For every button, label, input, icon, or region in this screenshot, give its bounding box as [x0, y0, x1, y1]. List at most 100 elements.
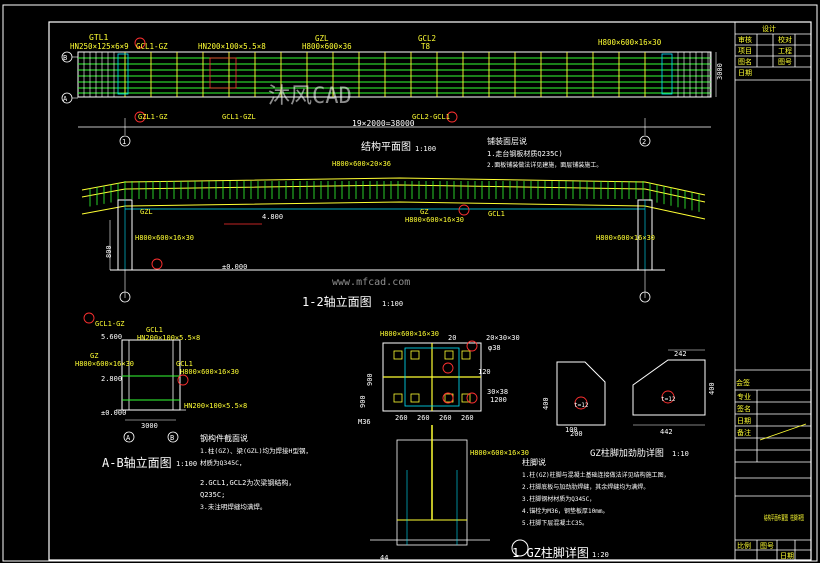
stiff-dim-b1: 400 — [708, 382, 716, 395]
plan-bottom-label-2: GCL2-GCL1 — [412, 113, 450, 121]
inner-frame — [48, 21, 812, 561]
anchor-bolt-hole — [461, 350, 471, 360]
elev-level-4800: 4.800 — [262, 213, 283, 221]
notes-top-line-0: 1.走台钢板材质Q235C) — [487, 149, 563, 158]
tb-bottom-1: 图号 — [760, 542, 774, 550]
stiff-title: GZ柱脚加劲肋详图 — [590, 447, 664, 459]
title-block-texts: 设计 审核 校对 项目 工程 图名 图号 日期 会签 专业 签名 日期 备注 结… — [736, 24, 804, 560]
tb-side-4: 备注 — [737, 428, 751, 437]
plan-scale: 1:100 — [415, 145, 436, 153]
ab-level-2: ±0.000 — [101, 409, 126, 417]
anchor-bolt-hole — [410, 350, 420, 360]
stiffener-texts: 400 100 200 t=12 242 400 442 t=12 GZ柱脚加劲… — [542, 350, 716, 459]
elev-label-right-h800: H800×600×16×30 — [596, 234, 655, 242]
tb-cell-6: 图号 — [778, 58, 792, 66]
tb-side-3: 日期 — [737, 417, 751, 425]
tb-cell-7: 日期 — [738, 69, 752, 77]
plan-axis-2: 2 — [642, 138, 646, 146]
tb-cell-4: 工程 — [778, 46, 792, 55]
col-side-dim-2: 120 — [478, 368, 491, 376]
steel-heading: 钢构件截面说 — [200, 433, 248, 443]
steel-line-1: 材质为Q345C， — [200, 458, 246, 467]
ab-level-0: 5.600 — [101, 333, 122, 341]
col-side-dim-5: 1200 — [490, 396, 507, 404]
watermark-url: www.mfcad.com — [332, 277, 410, 288]
foot-notes: 柱脚说 1.柱(GZ)柱脚与混凝土基础连接做法详见结构施工图， 2.柱脚底板与加… — [522, 457, 670, 527]
tb-bottom-2: 日期 — [780, 552, 794, 560]
elev-title: 1-2轴立面图 — [302, 294, 372, 309]
plan-bottom-label-0: GZL1-GZ — [138, 113, 168, 121]
ab-title: A-B轴立面图 — [102, 455, 172, 470]
col-left-dim: 900 — [359, 395, 367, 408]
stiffener-details — [556, 349, 706, 426]
stiff-dim-a0: 400 — [542, 397, 550, 410]
plan-texts: GTL1 HN250×125×6×9 GCL1-GZ HN200×100×5.5… — [63, 33, 724, 153]
ab-label-1: GCL1 — [146, 326, 163, 334]
ab-label-3: GZ — [90, 352, 98, 360]
notes-top-line-1: 2.面板铺装做法详见建施，面层铺装施工。 — [487, 161, 602, 169]
stiff-t-label: t=12 — [574, 402, 589, 409]
foot-line-2: 3.柱脚钢材材质为Q345C， — [522, 495, 595, 503]
ab-label-4: H800×600×16×30 — [75, 360, 134, 368]
tb-cell-3: 项目 — [738, 47, 752, 55]
notes-top-heading: 铺装面层说 — [487, 136, 527, 146]
plan-label-gzl: GZL — [315, 34, 329, 43]
plan-label-hn250: HN250×125×6×9 — [70, 42, 129, 51]
plan-title: 结构平面图 — [361, 140, 411, 153]
structural-plan — [61, 37, 717, 147]
plan-label-h800-36: H800×600×36 — [302, 42, 352, 51]
col-lower-label: H800×600×16×30 — [470, 449, 529, 457]
plan-label-t8: T8 — [421, 42, 431, 51]
ab-texts: GCL1-GZ GCL1 HN200×100×5.5×8 GZ H800×600… — [75, 320, 247, 470]
col-side-dim-4: 30×38 — [487, 388, 508, 396]
elev-label-gzl: GZL — [140, 208, 153, 216]
stiff-t-label-b: t=12 — [661, 396, 676, 403]
foot-heading: 柱脚说 — [522, 457, 546, 467]
col-bottom-dim-2: 260 — [439, 414, 452, 422]
col-side-dim-6: φ38 — [488, 344, 501, 352]
stiff-dim-b2: 442 — [660, 428, 673, 436]
foot-line-4: 5.柱脚下层混凝土C35。 — [522, 519, 588, 527]
plan-axis-1: 1 — [122, 138, 126, 146]
column-detail-texts: H800×600×16×30 20×30×30 900 120 20 30×38… — [358, 330, 609, 562]
col-side-dim-0: 20×30×30 — [486, 334, 520, 342]
stiff-scale: 1:10 — [672, 450, 689, 458]
col-scale: 1:20 — [592, 551, 609, 559]
elev-label-0: H800×600×20×36 — [332, 160, 391, 168]
steel-line-3: Q235C; — [200, 491, 225, 499]
elev-scale: 1:100 — [382, 300, 403, 308]
watermark-logo: 沐风CAD — [268, 84, 352, 109]
tb-cell-0: 设计 — [762, 24, 776, 33]
foot-line-1: 2.柱脚底板与加劲肋焊缝，其余焊缝均为满焊。 — [522, 483, 649, 491]
notes-top: 铺装面层说 1.走台钢板材质Q235C) 2.面板铺装做法详见建施，面层铺装施工… — [487, 136, 602, 169]
elev-label-gcl1: GCL1 — [488, 210, 505, 218]
col-side-dim-1: 900 — [366, 373, 374, 386]
foot-line-3: 4.锚栓为M36，钢垫板厚10mm。 — [522, 507, 609, 515]
stiff-dim-a2: 200 — [570, 430, 583, 438]
plan-axis-b: B — [63, 54, 67, 62]
steel-line-4: 3.未注明焊缝均满焊。 — [200, 502, 266, 511]
ab-label-6: H800×600×16×30 — [180, 368, 239, 376]
tb-bottom-0: 比例 — [737, 541, 751, 550]
steel-notes: 钢构件截面说 1.柱(GZ)、梁(GZL)均为焊接H型钢， 材质为Q345C， … — [200, 433, 312, 511]
col-bottom-dim-0: 260 — [395, 414, 408, 422]
plan-label-gcl1gz: GCL1-GZ — [136, 42, 168, 51]
anchor-bolt-hole — [410, 393, 420, 403]
elev-label-gz: GZ — [420, 208, 428, 216]
anchor-bolt-hole — [393, 393, 403, 403]
tb-side-0: 会签 — [736, 378, 750, 387]
ab-label-7: HN200×100×5.5×8 — [184, 402, 247, 410]
steel-line-0: 1.柱(GZ)、梁(GZL)均为焊接H型钢， — [200, 446, 312, 455]
elevation-1-2 — [81, 177, 706, 303]
ab-axis-a: A — [126, 434, 131, 442]
elevation-texts: H800×600×20×36 GZ H800×600×16×30 GZL GCL… — [105, 160, 655, 309]
ab-scale: 1:100 — [176, 460, 197, 468]
col-title: 1 GZ柱脚详图 — [512, 545, 589, 560]
outer-frame — [2, 4, 818, 562]
plan-axis-a: A — [63, 95, 68, 103]
title-block — [734, 21, 812, 561]
ab-label-0: GCL1-GZ — [95, 320, 125, 328]
stiff-dim-a1: 100 — [565, 426, 578, 434]
